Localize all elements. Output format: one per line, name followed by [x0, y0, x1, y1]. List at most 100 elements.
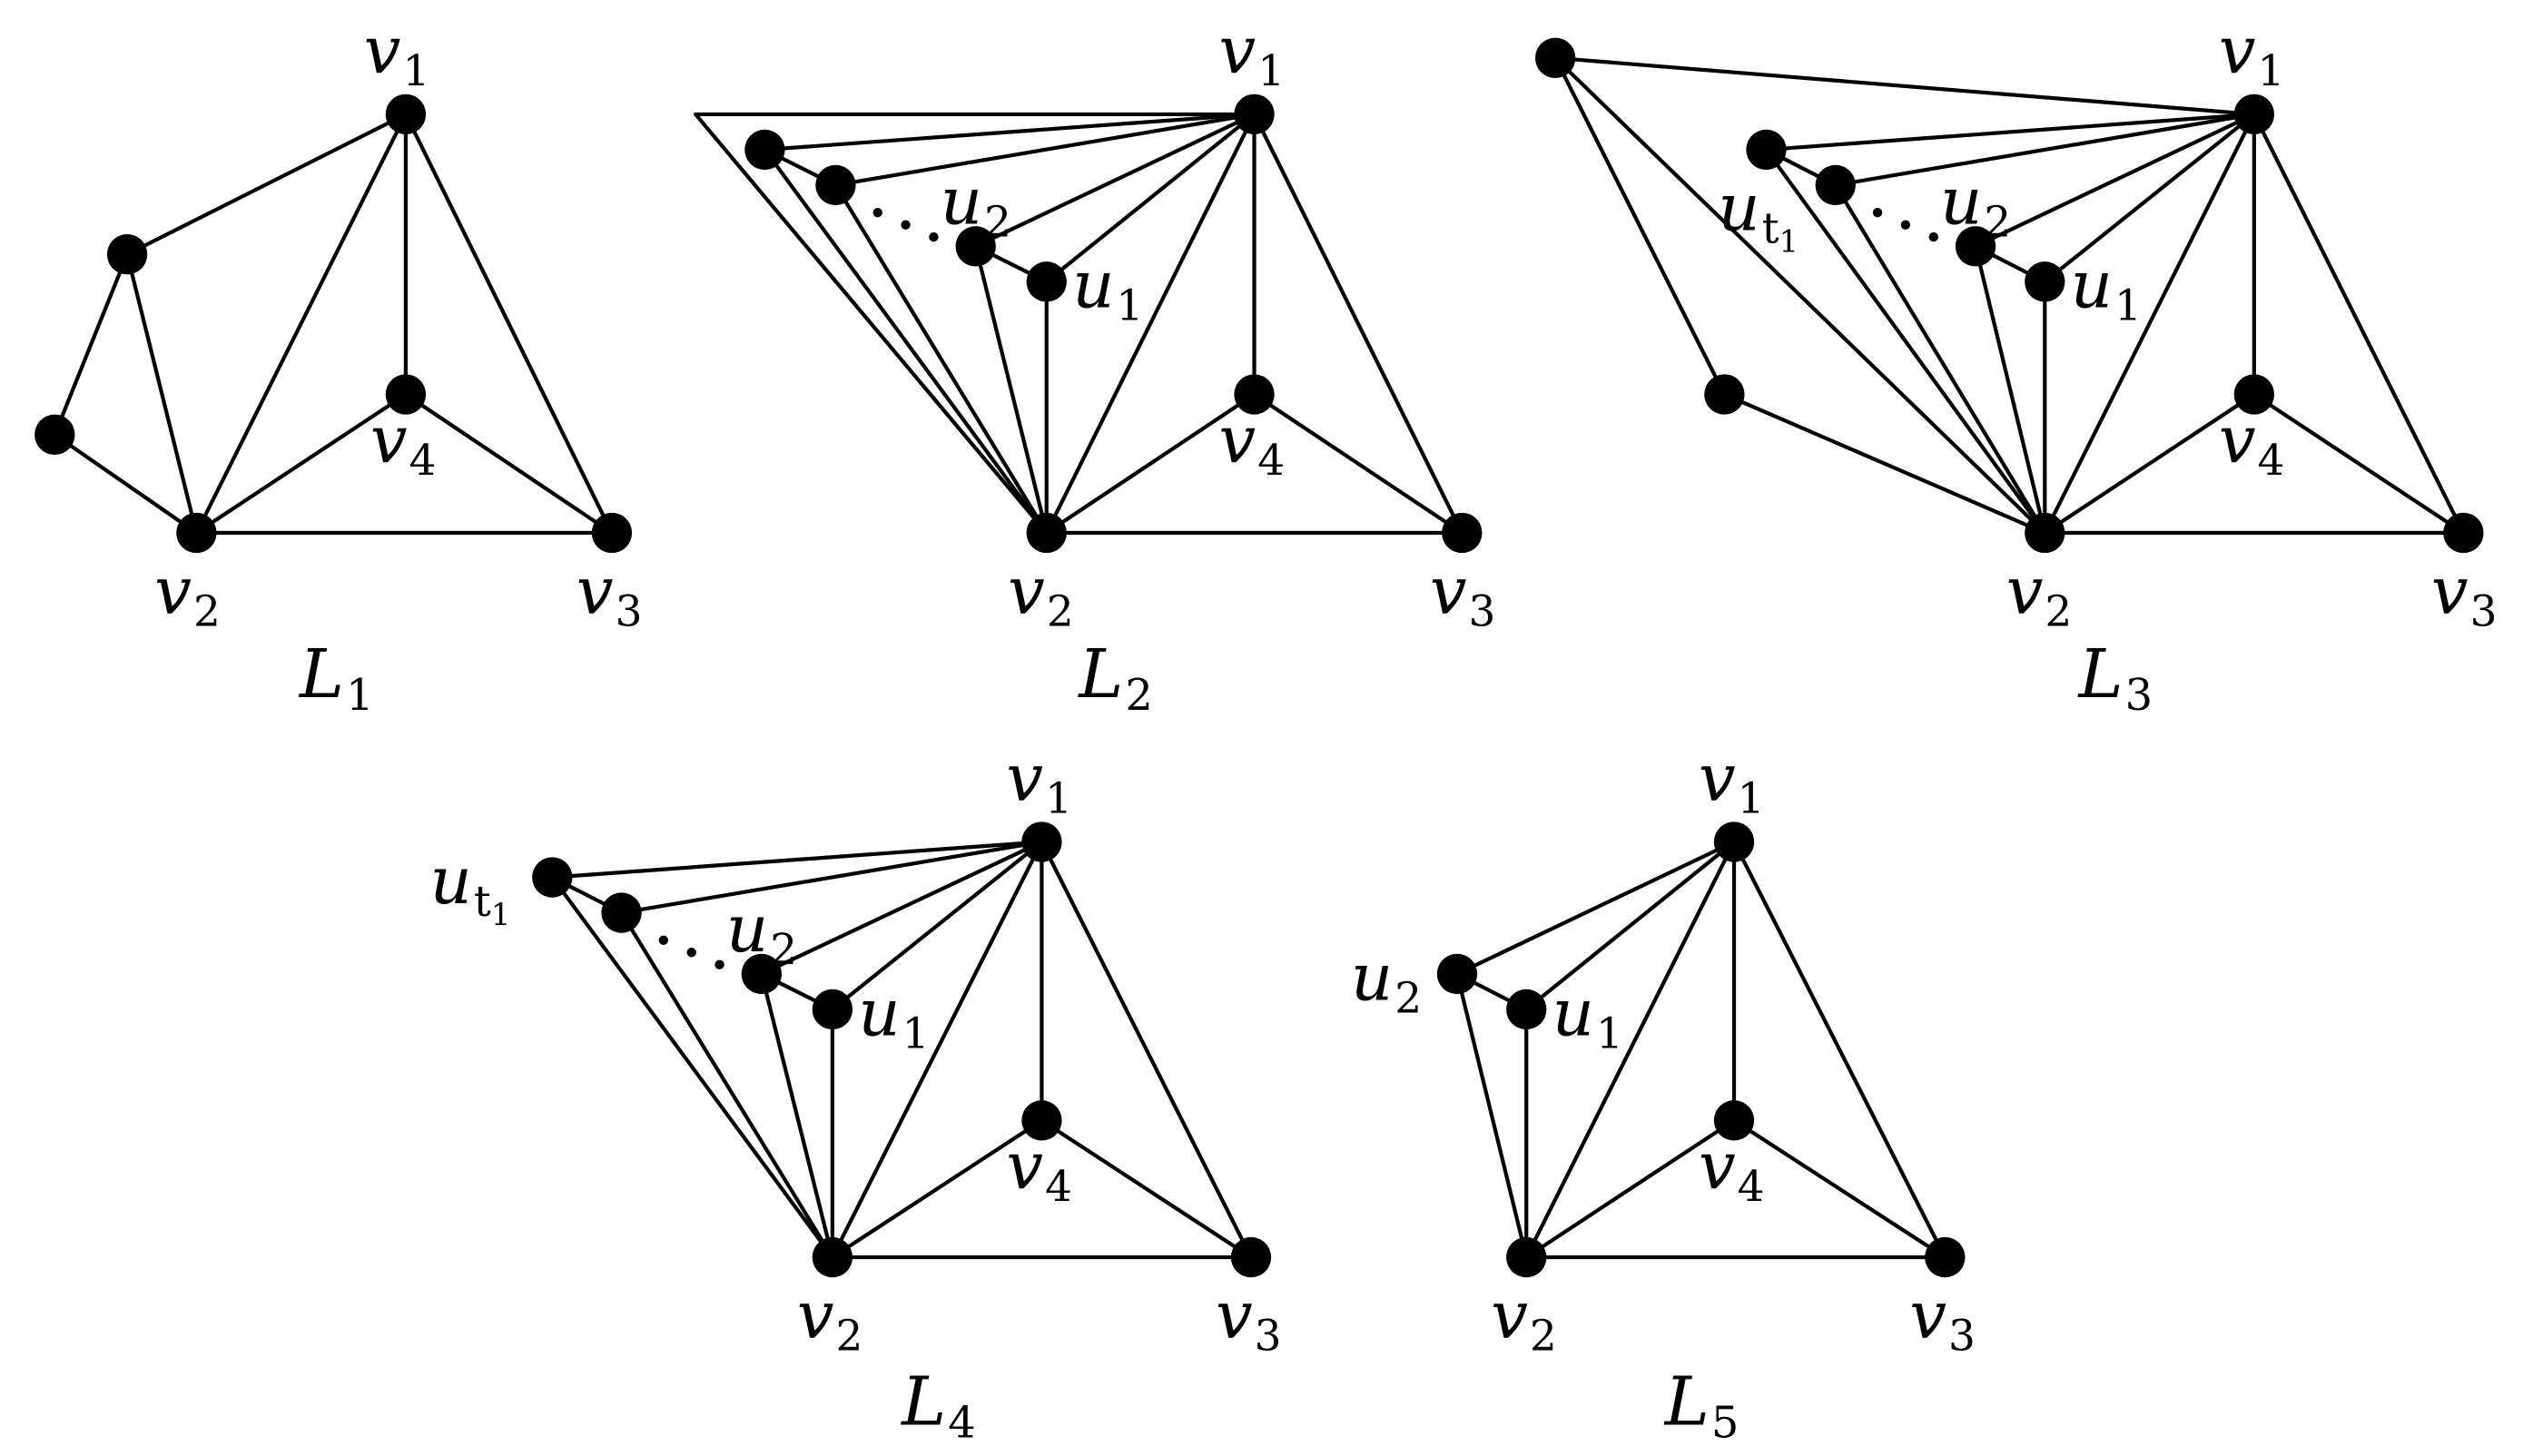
edge-ut1-v2: [1764, 147, 2047, 536]
vertex-v3: [1925, 1236, 1966, 1278]
ellipsis-dot: [1872, 207, 1883, 218]
edge-v1-v3: [1731, 840, 1947, 1260]
vertex-q: [815, 164, 856, 206]
vertex-v3: [2443, 512, 2484, 554]
edge-v1-v2: [1524, 840, 1737, 1260]
vertex-label-v2: v2: [1491, 1277, 1557, 1362]
caption-l5: L5: [1663, 1363, 1739, 1449]
edge-v2-v4: [194, 392, 409, 536]
edge-u2-v2: [1454, 971, 1529, 1260]
vertex-label-u2: u2: [726, 890, 797, 975]
edge-u2-v2: [973, 244, 1049, 536]
edge-v1-v2: [830, 840, 1044, 1260]
edge-q-v1: [833, 112, 1257, 188]
edge-v2-v4: [1524, 1118, 1737, 1260]
vertex-p: [744, 129, 785, 171]
vertex-label-v3: v3: [1909, 1277, 1976, 1362]
edge-v3-v4: [1252, 392, 1464, 536]
caption-l4: L4: [900, 1363, 976, 1449]
vertex-label-v1: v1: [1219, 12, 1286, 96]
vertex-label-v1: v1: [2219, 12, 2285, 96]
edge-v2-v4: [2043, 392, 2256, 536]
edge-ut1-v1: [1764, 112, 2256, 152]
vertex-u2: [1436, 953, 1478, 995]
vertex-b: [34, 414, 75, 456]
edge-ut1-v2: [550, 875, 834, 1260]
edge-u2-v1: [973, 112, 1257, 249]
edge-v1-v2: [1044, 112, 1257, 536]
vertex-label-v3: v3: [2431, 553, 2498, 637]
vertex-label-u2: u2: [1351, 939, 1422, 1023]
vertex-v2: [2025, 512, 2065, 554]
edge-u2-v2: [1973, 244, 2047, 536]
vertex-ut1: [1746, 129, 1787, 171]
vertex-v4: [1021, 1100, 1062, 1141]
edge-u1-v1: [1044, 112, 1257, 284]
vertex-u2: [741, 953, 783, 995]
vertex-v3: [1442, 512, 1483, 554]
vertex-label-u1: u1: [858, 974, 929, 1058]
ellipsis-dot: [1900, 220, 1911, 230]
vertex-u1: [1026, 261, 1067, 302]
edge-w-v1: [1833, 112, 2256, 188]
edge-v2-v4: [1044, 392, 1257, 536]
vertex-label-v2: v2: [154, 553, 221, 637]
vertex-v4: [1713, 1100, 1755, 1141]
edge-a-v1: [125, 112, 409, 257]
vertex-label-v2: v2: [2006, 553, 2073, 637]
vertex-label-v4: v4: [1699, 1127, 1765, 1212]
vertex-label-v4: v4: [2219, 401, 2285, 486]
caption-l1: L1: [298, 635, 374, 721]
edge-v1-v2: [2043, 112, 2256, 536]
edge-v1-v3: [1252, 112, 1464, 536]
vertex-w: [601, 892, 642, 933]
vertex-u1: [812, 989, 853, 1030]
vertex-label-ut1: ut1: [1718, 170, 1799, 261]
edge-u1-v1: [1524, 840, 1737, 1012]
edge-q-v2: [833, 182, 1049, 536]
vertex-label-u1: u1: [1072, 247, 1143, 331]
vertex-v4: [2233, 374, 2275, 415]
vertex-u1: [2025, 261, 2065, 302]
edge-top-v1: [1553, 55, 2256, 117]
vertex-v1: [385, 93, 427, 135]
vertex-label-v1: v1: [1699, 739, 1765, 823]
vertex-v3: [591, 512, 633, 554]
edge-p-v2: [763, 147, 1049, 536]
vertex-u2: [1955, 226, 1996, 267]
vertex-u2: [955, 226, 996, 267]
vertex-label-v2: v2: [797, 1277, 863, 1362]
ellipsis-dot: [715, 959, 724, 969]
edge-top-left: [1553, 55, 1727, 397]
edge-w-v1: [619, 840, 1044, 915]
vertex-v1: [1713, 821, 1755, 862]
vertex-label-v4: v4: [1006, 1127, 1072, 1212]
vertex-label-v3: v3: [577, 553, 643, 637]
edge-v3-v4: [2252, 392, 2466, 536]
vertex-top: [1534, 37, 1576, 79]
vertex-label-v1: v1: [364, 12, 430, 96]
vertex-v2: [1506, 1236, 1547, 1278]
vertex-v2: [176, 512, 217, 554]
vertex-ut1: [532, 857, 573, 898]
vertex-a: [106, 234, 148, 275]
edge-v1-v3: [1040, 840, 1254, 1260]
vertex-label-v1: v1: [1006, 739, 1072, 823]
vertex-u1: [1506, 989, 1547, 1030]
vertex-v1: [1021, 821, 1062, 862]
edge-u2-v1: [1454, 840, 1737, 977]
vertex-label-u1: u1: [1552, 974, 1623, 1058]
vertex-v2: [1026, 512, 1067, 554]
edge-v1-v3: [403, 112, 615, 536]
ellipsis-dot: [658, 935, 669, 945]
vertex-label-v4: v4: [370, 401, 437, 486]
edge-a-b: [53, 252, 130, 437]
vertex-label-v2: v2: [1008, 553, 1074, 637]
caption-l3: L3: [2077, 635, 2153, 721]
vertex-v1: [2233, 93, 2275, 135]
vertex-label-u2: u2: [1940, 163, 2011, 248]
